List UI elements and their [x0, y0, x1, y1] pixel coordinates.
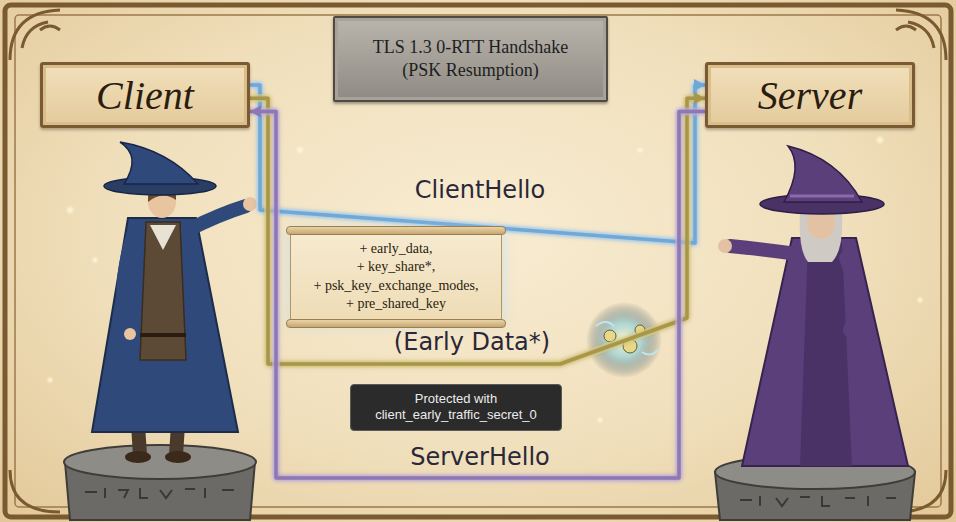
spell-connector: [250, 106, 705, 479]
connector-glow: [250, 85, 705, 243]
extensions-scroll: + early_data,+ key_share*,+ psk_key_exch…: [290, 230, 502, 324]
plaque-text: Client: [86, 72, 204, 119]
connector-glow: [250, 98, 705, 364]
server-plaque: Server: [705, 62, 915, 128]
scroll-text: + pre_shared_key: [303, 295, 489, 313]
scroll-text: + key_share*,: [303, 258, 489, 276]
message-label: (Early Data*): [391, 328, 553, 356]
scroll-roll: [286, 319, 506, 328]
frame-outer: [5, 5, 951, 517]
connector-line: [250, 98, 705, 364]
title-text: TLS 1.3 0-RTT Handshake (PSK Resumption): [363, 36, 578, 83]
spell-connector: [250, 92, 705, 364]
title-box: TLS 1.3 0-RTT Handshake (PSK Resumption): [333, 16, 608, 102]
connector-line: [250, 112, 705, 479]
connector-line: [250, 85, 705, 243]
client-plaque: Client: [40, 62, 250, 128]
connector-glow: [250, 112, 705, 479]
arrow-head: [694, 79, 705, 91]
spell-connector: [250, 79, 705, 243]
message-label: ServerHello: [407, 443, 553, 471]
protection-note-box: Protected with client_early_traffic_secr…: [350, 384, 562, 431]
server-wizard: [718, 146, 908, 466]
plaque-text: Server: [748, 72, 872, 119]
scroll-text: + psk_key_exchange_modes,: [303, 277, 489, 295]
scroll-roll: [286, 226, 506, 235]
arrow-head: [250, 106, 261, 118]
client-pedestal: [64, 445, 256, 520]
corner-ornaments: [10, 10, 946, 512]
arrow-head: [694, 92, 705, 104]
client-wizard: [92, 142, 257, 463]
scroll-text: + early_data,: [303, 240, 489, 258]
frame-inner: [15, 15, 941, 507]
dark-text: Protected with client_early_traffic_secr…: [361, 391, 551, 424]
message-label: ClientHello: [412, 176, 548, 204]
